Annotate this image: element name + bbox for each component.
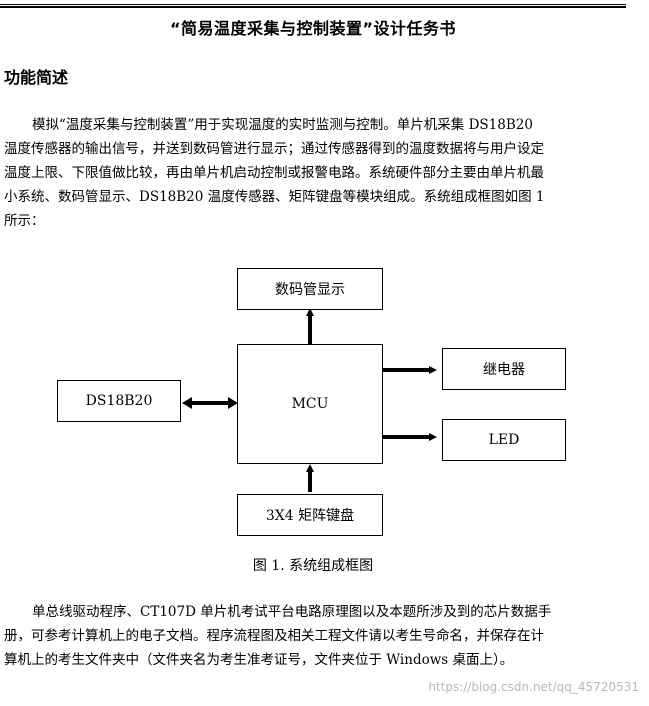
arrow-mcu-head xyxy=(228,397,238,409)
header-rule xyxy=(0,0,626,8)
header-rule-thin xyxy=(0,4,626,5)
intro-paragraph: 模拟“温度采集与控制装置”用于实现温度的实时监测与控制。单片机采集 DS18B2… xyxy=(4,113,634,233)
mcu-block: MCU xyxy=(237,344,383,464)
document-title: “简易温度采集与控制装置”设计任务书 xyxy=(169,19,457,38)
paragraph-line: 温度上限、下限值做比较，再由单片机启动控制或报警电路。系统硬件部分主要由单片机最 xyxy=(4,165,544,181)
relay-block: 继电器 xyxy=(442,348,566,390)
display-block: 数码管显示 xyxy=(237,268,383,310)
paragraph-line: 算机上的考生文件夹中（文件夹名为考生准考证号，文件夹位于 Windows 桌面上… xyxy=(4,652,514,668)
closing-paragraph: 单总线驱动程序、CT107D 单片机考试平台电路原理图以及本题所涉及到的芯片数据… xyxy=(4,600,634,672)
paragraph-line: 所示： xyxy=(4,213,45,229)
keypad-block: 3X4 矩阵键盘 xyxy=(237,494,383,536)
paragraph-line: 温度传感器的输出信号，并送到数码管进行显示；通过传感器得到的温度数据将与用户设定 xyxy=(4,141,544,157)
figure-caption: 图 1. 系统组成框图 xyxy=(252,558,374,574)
paragraph-line: 单总线驱动程序、CT107D 单片机考试平台电路原理图以及本题所涉及到的芯片数据… xyxy=(32,604,552,620)
paragraph-line: 册，可参考计算机上的电子文档。程序流程图及相关工程文件请以考生号命名，并保存在计 xyxy=(4,628,544,644)
arrow-sensor-head xyxy=(182,397,192,409)
paragraph-line: 模拟“温度采集与控制装置”用于实现温度的实时监测与控制。单片机采集 DS18B2… xyxy=(32,117,533,133)
section-heading: 功能简述 xyxy=(4,68,69,87)
led-block: LED xyxy=(442,419,566,461)
sensor-block: DS18B20 xyxy=(57,380,181,422)
paragraph-line: 小系统、数码管显示、DS18B20 温度传感器、矩阵键盘等模块组成。系统组成框图… xyxy=(4,189,545,205)
watermark-url: https://blog.csdn.net/qq_45720531 xyxy=(428,680,639,694)
